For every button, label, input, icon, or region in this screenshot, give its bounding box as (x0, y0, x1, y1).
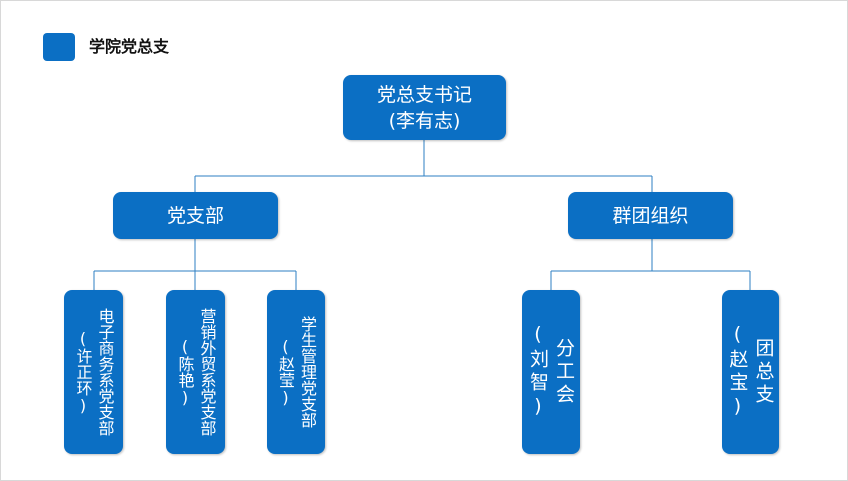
root-node: 党总支书记 (李有志) (343, 75, 506, 140)
header-title: 学院党总支 (89, 37, 170, 56)
student-branch-name: 学生管理党支部 (298, 316, 317, 428)
youth-league-name: 团总支 (752, 337, 775, 407)
root-title: 党总支书记 (376, 83, 472, 106)
party-branch-label: 党支部 (166, 204, 224, 227)
student-branch-person: (赵莹) (276, 337, 295, 407)
youth-league-node: 团总支 (赵宝) (722, 290, 779, 454)
youth-league-person: (赵宝) (726, 323, 749, 421)
ecommerce-branch-person: (许正环) (73, 329, 93, 415)
ecommerce-branch-node: 电子商务系党支部 (许正环) (64, 290, 123, 454)
labor-union-node: 分工会 (刘智) (522, 290, 580, 454)
marketing-branch-node: 营销外贸系党支部 (陈艳) (166, 290, 225, 454)
mass-org-label: 群团组织 (612, 204, 689, 227)
labor-union-name: 分工会 (553, 337, 575, 407)
header-marker (43, 33, 75, 61)
ecommerce-branch-name: 电子商务系党支部 (95, 308, 115, 436)
student-branch-node: 学生管理党支部 (赵莹) (267, 290, 325, 454)
party-branch-node: 党支部 (113, 192, 278, 239)
mass-org-node: 群团组织 (568, 192, 733, 239)
labor-union-person: (刘智) (527, 323, 549, 421)
root-person: (李有志) (388, 109, 461, 132)
marketing-branch-name: 营销外贸系党支部 (197, 308, 217, 436)
marketing-branch-person: (陈艳) (175, 337, 195, 407)
